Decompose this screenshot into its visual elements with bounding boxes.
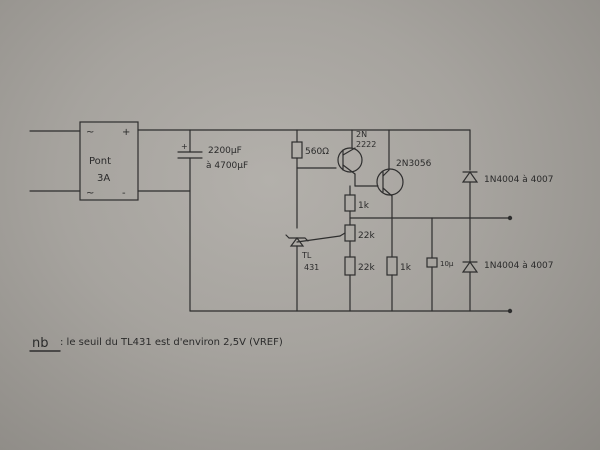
r1k-bottom-body bbox=[386, 256, 398, 276]
r1k-top-body bbox=[344, 194, 356, 212]
note-prefix: nb bbox=[32, 336, 49, 351]
q2-transistor bbox=[376, 168, 404, 196]
small-cap-label: 10µ bbox=[440, 260, 454, 268]
note-text: : le seuil du TL431 est d'environ 2,5V (… bbox=[60, 337, 283, 348]
r560-body bbox=[291, 141, 303, 159]
small-cap-body bbox=[426, 257, 438, 268]
r22k-body bbox=[344, 256, 356, 276]
bridge-minus-label: - bbox=[122, 188, 126, 199]
q1-label-line1: 2N bbox=[356, 130, 367, 139]
pot-22k-body bbox=[344, 224, 356, 242]
r1k-top-label: 1k bbox=[358, 201, 370, 211]
cap-value1-label: 2200µF bbox=[208, 146, 242, 156]
bridge-rating-label: 3A bbox=[97, 173, 110, 184]
q1-label-line2: 2222 bbox=[356, 140, 376, 149]
diode-top-symbol bbox=[461, 170, 479, 183]
r1k-bottom-label: 1k bbox=[400, 263, 412, 273]
tl431-ref-wire bbox=[296, 235, 341, 243]
r22k-label: 22k bbox=[358, 263, 375, 273]
pot-wiper bbox=[339, 232, 346, 237]
output-terminal-ground bbox=[507, 308, 513, 314]
diode-bottom-label: 1N4004 à 4007 bbox=[484, 261, 554, 271]
q1-transistor bbox=[337, 147, 363, 173]
cap-plus-label: + bbox=[181, 142, 188, 151]
r560-label: 560Ω bbox=[305, 147, 329, 157]
diode-bottom-symbol bbox=[461, 260, 479, 273]
q1-emitter bbox=[342, 164, 356, 175]
diode-top-label: 1N4004 à 4007 bbox=[484, 175, 554, 185]
cap-value2-label: à 4700µF bbox=[206, 161, 248, 171]
bridge-tilde-top-label: ~ bbox=[86, 127, 94, 138]
q2-label: 2N3056 bbox=[396, 159, 432, 169]
tl431-label-line2: 431 bbox=[304, 263, 319, 272]
q1-collector bbox=[342, 147, 356, 156]
bridge-plus-label: + bbox=[122, 127, 130, 138]
output-terminal-positive bbox=[507, 215, 513, 221]
q2-collector bbox=[382, 169, 390, 177]
tl431-symbol bbox=[285, 234, 309, 247]
bridge-tilde-bottom-label: ~ bbox=[86, 188, 94, 199]
pot-22k-label: 22k bbox=[358, 231, 375, 241]
bridge-name-label: Pont bbox=[89, 156, 111, 167]
tl431-label-line1: TL bbox=[301, 251, 312, 260]
q2-emitter bbox=[382, 187, 393, 197]
bridge-rectifier-box bbox=[79, 121, 139, 201]
